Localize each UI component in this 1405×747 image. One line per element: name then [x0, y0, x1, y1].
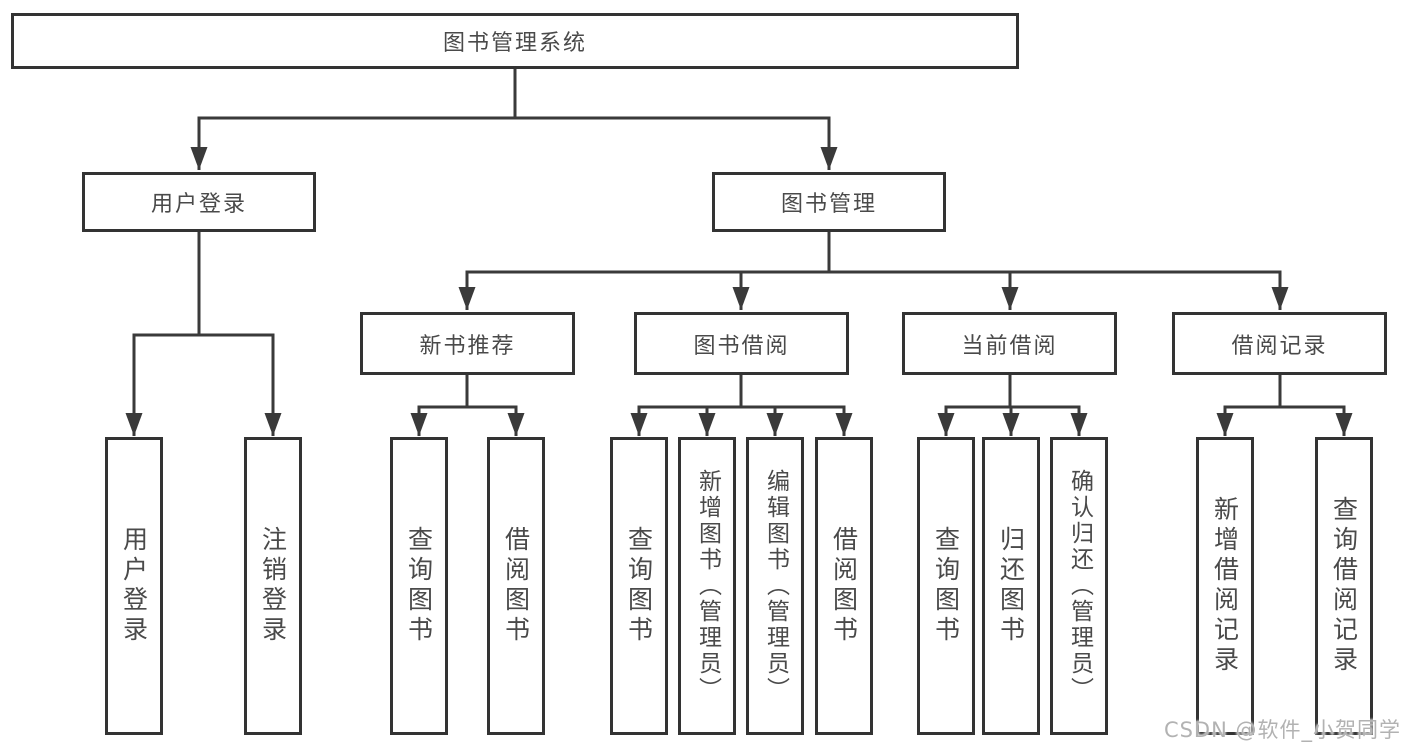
- node-leaf-query-borrow-record: 查询借阅记录: [1315, 437, 1373, 735]
- node-leaf-query-books-borrow-label: 查询图书: [624, 526, 654, 646]
- node-leaf-query-books-current-label: 查询图书: [931, 526, 961, 646]
- node-book-management-label: 图书管理: [780, 192, 877, 217]
- node-new-books-label: 新书推荐: [419, 333, 516, 359]
- connector-new-books-to-leaves: [410, 375, 525, 436]
- node-book-management: 图书管理: [712, 172, 946, 232]
- node-leaf-add-borrow-record: 新增借阅记录: [1196, 437, 1254, 735]
- node-user-login: 用户登录: [82, 172, 316, 232]
- node-leaf-add-book-admin: 新增图书（管理员）: [678, 437, 736, 735]
- node-leaf-logout: 注销登录: [244, 437, 302, 735]
- connector-root-to-level2: [190, 69, 838, 170]
- node-leaf-return-books-label: 归还图书: [996, 526, 1026, 646]
- node-new-books: 新书推荐: [360, 312, 575, 375]
- node-root-label: 图书管理系统: [442, 31, 587, 56]
- connector-book-borrow-to-leaves: [630, 375, 853, 436]
- node-book-borrow: 图书借阅: [634, 312, 849, 375]
- connector-book-management-to-level3: [458, 232, 1289, 310]
- connector-user-login-to-leaves: [125, 232, 282, 436]
- node-leaf-user-login: 用户登录: [105, 437, 163, 735]
- node-leaf-borrow-books: 借阅图书: [815, 437, 873, 735]
- node-leaf-logout-label: 注销登录: [258, 526, 288, 646]
- node-borrow-records-label: 借阅记录: [1231, 333, 1328, 359]
- node-leaf-edit-book-admin-label: 编辑图书（管理员）: [762, 469, 789, 703]
- connector-borrow-records-to-leaves: [1216, 375, 1353, 436]
- node-leaf-query-books-current: 查询图书: [917, 437, 975, 735]
- node-book-borrow-label: 图书借阅: [693, 333, 790, 359]
- node-root: 图书管理系统: [11, 13, 1019, 69]
- node-leaf-add-borrow-record-label: 新增借阅记录: [1210, 496, 1240, 676]
- node-leaf-borrow-books-label: 借阅图书: [829, 526, 859, 646]
- node-borrow-records: 借阅记录: [1172, 312, 1387, 375]
- node-leaf-confirm-return-admin-label: 确认归还（管理员）: [1066, 469, 1093, 703]
- node-leaf-query-borrow-record-label: 查询借阅记录: [1329, 496, 1359, 676]
- connector-current-borrow-to-leaves: [937, 375, 1088, 436]
- node-user-login-label: 用户登录: [150, 192, 247, 217]
- node-leaf-edit-book-admin: 编辑图书（管理员）: [746, 437, 804, 735]
- node-current-borrow-label: 当前借阅: [961, 333, 1058, 359]
- node-leaf-query-books-recommend-label: 查询图书: [404, 526, 434, 646]
- node-leaf-borrow-books-recommend-label: 借阅图书: [501, 526, 531, 646]
- node-leaf-user-login-label: 用户登录: [119, 526, 149, 646]
- csdn-watermark: CSDN @软件_小贺同学: [1163, 718, 1401, 742]
- node-leaf-query-books-recommend: 查询图书: [390, 437, 448, 735]
- node-leaf-add-book-admin-label: 新增图书（管理员）: [694, 469, 721, 703]
- node-leaf-query-books-borrow: 查询图书: [610, 437, 668, 735]
- node-leaf-return-books: 归还图书: [982, 437, 1040, 735]
- node-leaf-confirm-return-admin: 确认归还（管理员）: [1050, 437, 1108, 735]
- node-current-borrow: 当前借阅: [902, 312, 1117, 375]
- node-leaf-borrow-books-recommend: 借阅图书: [487, 437, 545, 735]
